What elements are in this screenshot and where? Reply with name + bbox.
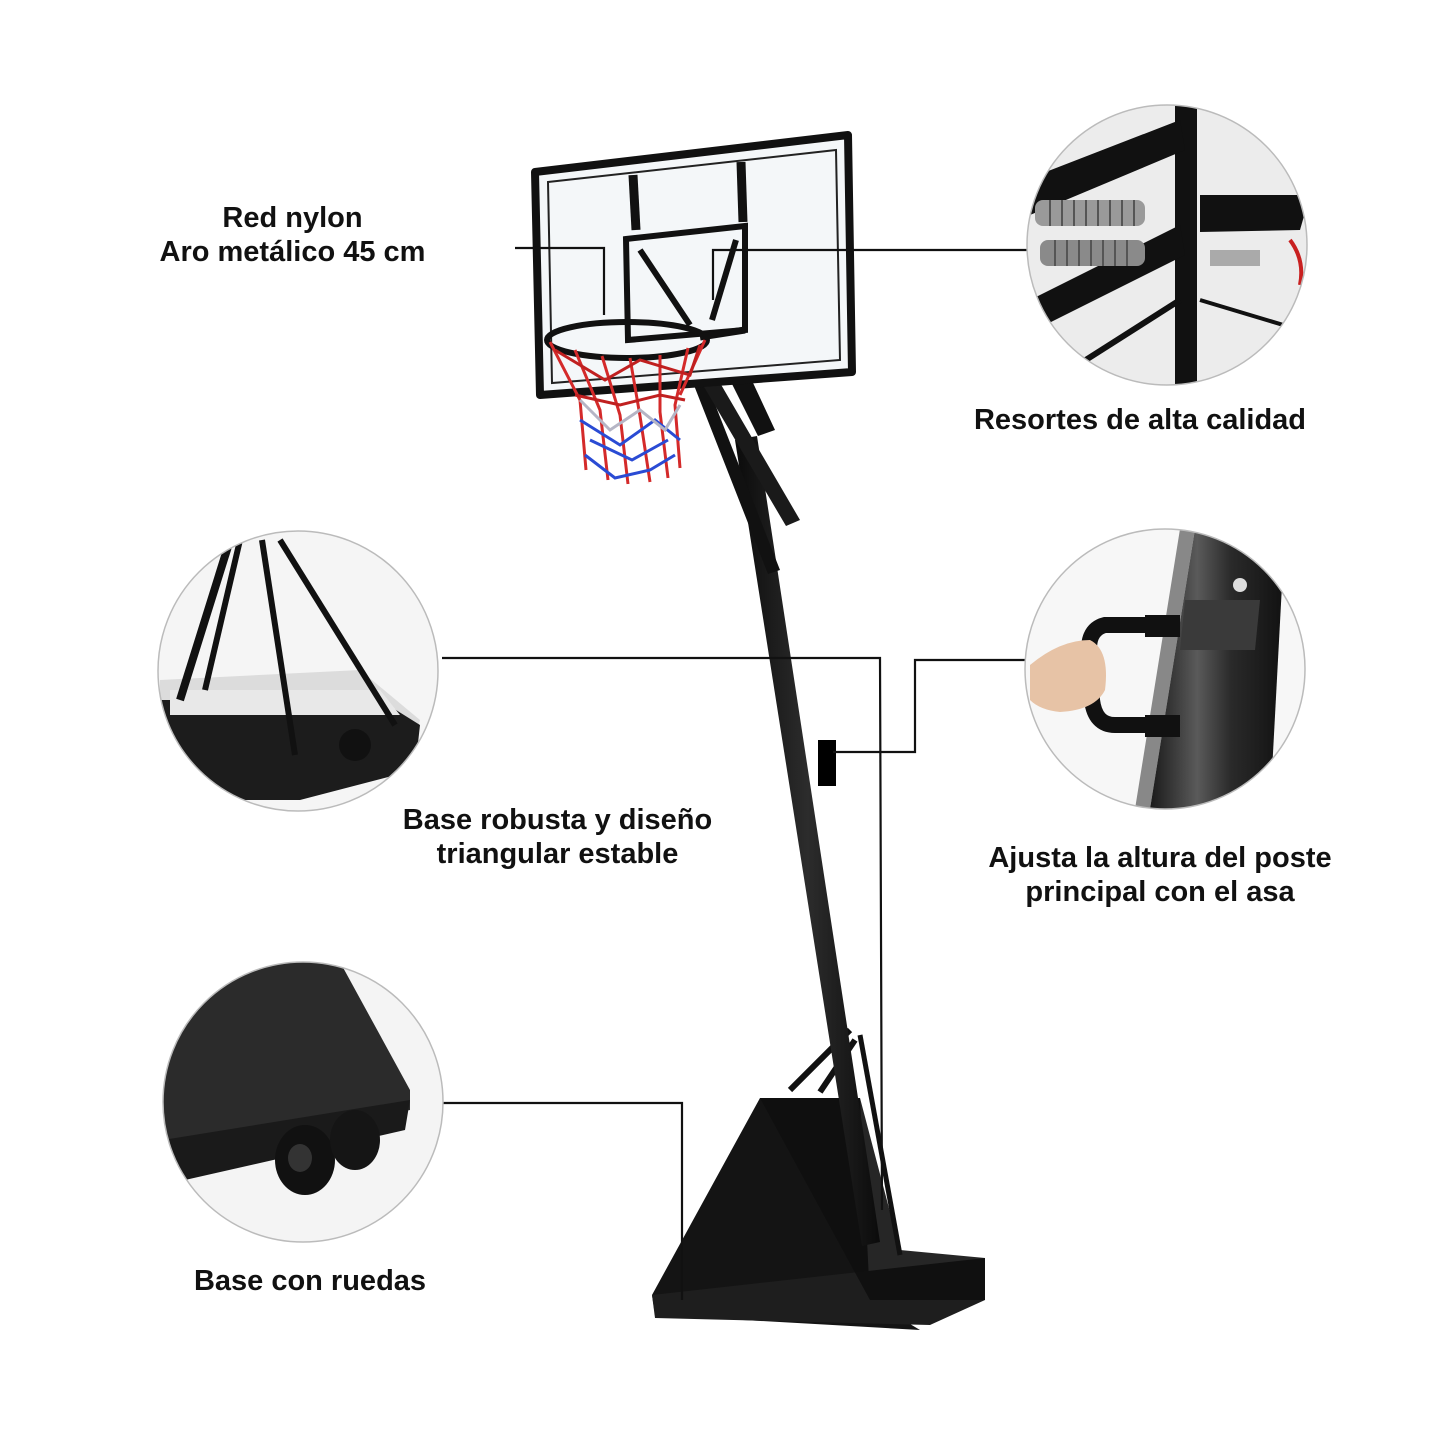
wheels-label: Base con ruedas: [165, 1264, 455, 1298]
net-rim-label-line2: Aro metálico 45 cm: [159, 236, 426, 268]
height-handle-detail-icon: [1024, 528, 1306, 810]
net-rim-label: Red nylon Aro metálico 45 cm: [140, 201, 445, 269]
adjust-height-label-line2: principal con el asa: [1025, 876, 1295, 908]
base-label-line2: triangular estable: [436, 838, 679, 870]
triangular-base-detail-icon: [157, 530, 439, 812]
wheels-label-line1: Base con ruedas: [193, 1265, 427, 1297]
net-rim-label-line1: Red nylon: [222, 202, 363, 234]
springs-label: Resortes de alta calidad: [950, 403, 1330, 437]
net-icon: [548, 339, 707, 485]
adjust-height-label-line1: Ajusta la altura del poste: [988, 842, 1332, 874]
springs-label-line1: Resortes de alta calidad: [973, 404, 1307, 436]
callout-lines: [442, 246, 1028, 1300]
wheel-detail-icon: [162, 961, 444, 1243]
base-label-line1: Base robusta y diseño: [402, 804, 713, 836]
base-label: Base robusta y diseño triangular estable: [380, 803, 735, 871]
spring-detail-icon: [1026, 104, 1308, 386]
adjust-height-label: Ajusta la altura del poste principal con…: [960, 841, 1360, 909]
basketball-hoop-icon: [531, 131, 985, 1330]
